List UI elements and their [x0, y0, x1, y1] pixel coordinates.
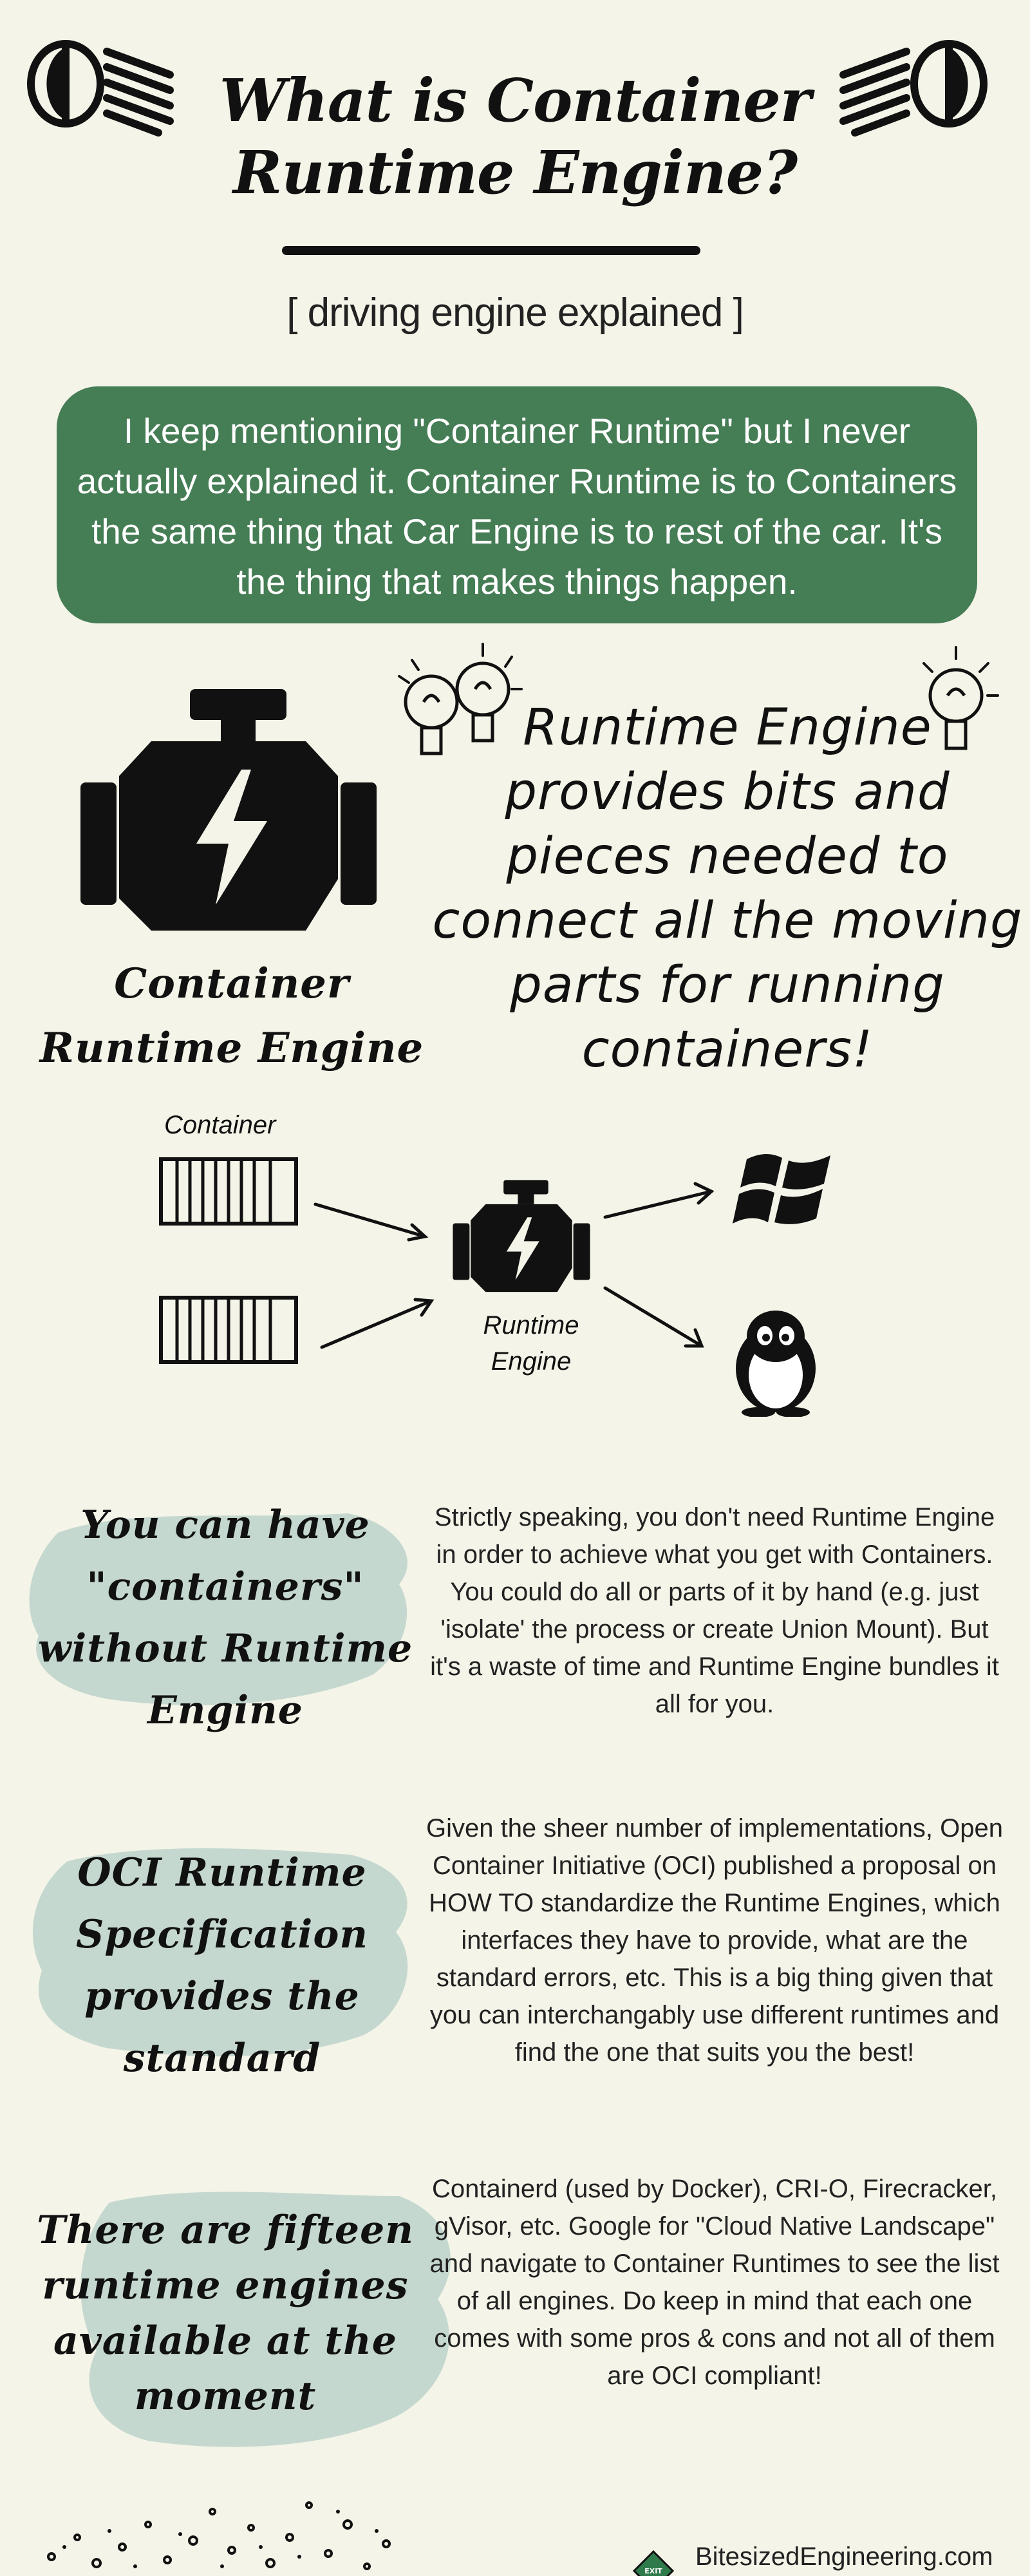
section-body: Containerd (used by Docker), CRI-O, Fire…	[429, 2175, 1000, 2390]
exit-sign-icon: EXIT	[632, 2550, 675, 2576]
section-heading: You can have "containers" without Runtim…	[37, 1502, 413, 1733]
gravel-dots	[47, 2501, 391, 2570]
subtitle: [ driving engine explained ]	[286, 290, 744, 335]
windows-icon	[733, 1153, 830, 1224]
engine-caption: Container Runtime Engine	[39, 960, 424, 1072]
lightbulb-icon	[922, 646, 999, 750]
intro-box: I keep mentioning "Container Runtime" bu…	[57, 386, 977, 623]
engine-icon	[80, 689, 377, 931]
small-engine-icon	[453, 1180, 590, 1293]
brush-stroke	[29, 1513, 407, 1705]
headlight-right-icon	[839, 40, 988, 137]
section-body: Strictly speaking, you don't need Runtim…	[430, 1503, 999, 1718]
exit-sign-text: EXIT	[644, 2567, 662, 2575]
section-body: Given the sheer number of implementation…	[426, 1814, 1004, 2067]
section-heading: There are fifteen runtime engines availa…	[37, 2208, 414, 2419]
engine-description: Runtime Engine provides bits and pieces …	[432, 699, 1023, 1079]
brush-stroke	[80, 2192, 451, 2447]
linux-penguin-icon	[736, 1311, 816, 1417]
page-title: What is Container Runtime Engine?	[219, 66, 812, 207]
runtime-engine-label: Runtime Engine	[483, 1311, 579, 1376]
title-underline	[282, 246, 700, 255]
intro-text: I keep mentioning "Container Runtime" bu…	[77, 411, 957, 601]
container-label: Container	[164, 1111, 276, 1139]
brush-stroke	[32, 1848, 408, 2057]
shipping-container-icon	[159, 1157, 298, 1226]
diagram-arrows	[314, 1182, 715, 1349]
lightbulb-icon	[398, 643, 523, 755]
headlight-left-icon	[27, 40, 174, 137]
footer-url[interactable]: BitesizedEngineering.com	[695, 2543, 993, 2571]
shipping-container-icon	[159, 1296, 298, 1364]
section-heading: OCI Runtime Specification provides the s…	[76, 1850, 368, 2081]
